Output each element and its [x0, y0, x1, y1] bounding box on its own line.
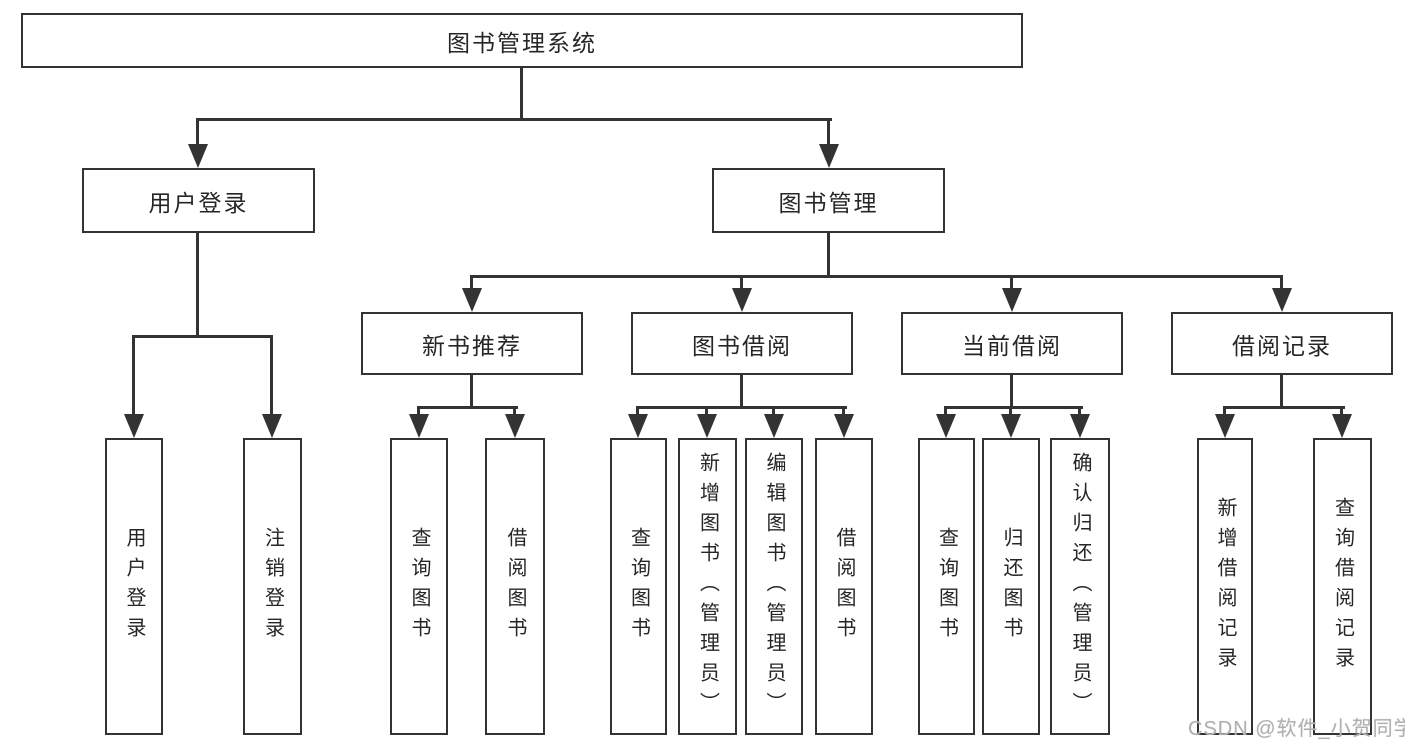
node-book-management: 图书管理 — [712, 168, 945, 233]
connector-line — [196, 118, 832, 121]
connector-line — [772, 406, 775, 416]
connector-line — [513, 406, 516, 416]
leaf-label: 查询图书 — [935, 526, 958, 647]
node-label: 当前借阅 — [962, 332, 1062, 359]
connector-line — [196, 118, 199, 146]
leaf-current-return-book: 归还图书 — [982, 438, 1040, 735]
connector-line — [636, 406, 847, 409]
connector-line — [470, 375, 473, 406]
node-user-login: 用户登录 — [82, 168, 315, 233]
connector-line — [636, 406, 639, 416]
arrow-down-icon — [764, 414, 784, 438]
node-label: 图书借阅 — [692, 332, 792, 359]
connector-line — [470, 275, 1283, 278]
connector-line — [417, 406, 420, 416]
arrow-down-icon — [1332, 414, 1352, 438]
connector-line — [740, 375, 743, 406]
connector-line — [1078, 406, 1081, 416]
arrow-down-icon — [628, 414, 648, 438]
connector-line — [1010, 375, 1013, 406]
leaf-current-query-book: 查询图书 — [918, 438, 975, 735]
leaf-user-login: 用户登录 — [105, 438, 163, 735]
leaf-logout: 注销登录 — [243, 438, 302, 735]
leaf-newbook-borrow-book: 借阅图书 — [485, 438, 545, 735]
arrow-down-icon — [1070, 414, 1090, 438]
leaf-label: 用户登录 — [123, 526, 145, 647]
arrow-down-icon — [1001, 414, 1021, 438]
arrow-down-icon — [462, 288, 482, 312]
leaf-borrow-edit-book-admin: 编辑图书（管理员） — [745, 438, 803, 735]
connector-line — [944, 406, 1083, 409]
connector-line — [270, 335, 273, 415]
leaf-record-query-borrow-record: 查询借阅记录 — [1313, 438, 1372, 735]
node-label: 图书管理 — [778, 189, 879, 216]
node-borrow-record: 借阅记录 — [1171, 312, 1393, 375]
connector-line — [705, 406, 708, 416]
node-label: 借阅记录 — [1232, 332, 1332, 359]
connector-line — [1223, 406, 1226, 416]
connector-line — [1223, 406, 1345, 409]
connector-line — [196, 233, 199, 335]
leaf-borrow-add-book-admin: 新增图书（管理员） — [678, 438, 737, 735]
arrow-down-icon — [1272, 288, 1292, 312]
connector-line — [1280, 375, 1283, 406]
leaf-label: 确认归还（管理员） — [1069, 451, 1091, 722]
connector-line — [842, 406, 845, 416]
connector-line — [1280, 275, 1283, 289]
arrow-down-icon — [1002, 288, 1022, 312]
arrow-down-icon — [262, 414, 282, 438]
leaf-label: 注销登录 — [261, 526, 284, 647]
node-root-library-system: 图书管理系统 — [21, 13, 1023, 68]
leaf-newbook-query-book: 查询图书 — [390, 438, 448, 735]
node-current-borrow: 当前借阅 — [901, 312, 1123, 375]
arrow-down-icon — [936, 414, 956, 438]
leaf-borrow-query-book: 查询图书 — [610, 438, 667, 735]
leaf-current-confirm-return-admin: 确认归还（管理员） — [1050, 438, 1110, 735]
leaf-label: 查询图书 — [408, 526, 430, 647]
connector-line — [1009, 406, 1012, 416]
leaf-label: 借阅图书 — [504, 526, 526, 647]
node-label: 用户登录 — [148, 189, 249, 216]
leaf-label: 新增借阅记录 — [1214, 496, 1236, 677]
leaf-label: 借阅图书 — [833, 526, 855, 647]
connector-line — [132, 335, 135, 415]
node-label: 新书推荐 — [422, 332, 522, 359]
connector-line — [740, 275, 743, 289]
node-book-borrow: 图书借阅 — [631, 312, 853, 375]
connector-line — [417, 406, 518, 409]
node-new-book-recommend: 新书推荐 — [361, 312, 583, 375]
arrow-down-icon — [697, 414, 717, 438]
leaf-borrow-borrow-book: 借阅图书 — [815, 438, 873, 735]
connector-line — [1340, 406, 1343, 416]
connector-line — [470, 275, 473, 289]
connector-line — [1010, 275, 1013, 289]
arrow-down-icon — [188, 144, 208, 168]
connector-line — [520, 68, 523, 118]
arrow-down-icon — [819, 144, 839, 168]
connector-line — [827, 233, 830, 275]
csdn-watermark: CSDN @软件_小贺同学 — [1188, 718, 1405, 740]
leaf-label: 编辑图书（管理员） — [763, 451, 785, 722]
arrow-down-icon — [505, 414, 525, 438]
connector-line — [132, 335, 273, 338]
arrow-down-icon — [409, 414, 429, 438]
leaf-label: 查询图书 — [627, 526, 650, 647]
leaf-record-add-borrow-record: 新增借阅记录 — [1197, 438, 1253, 735]
connector-line — [827, 118, 830, 146]
connector-line — [944, 406, 947, 416]
arrow-down-icon — [732, 288, 752, 312]
arrow-down-icon — [834, 414, 854, 438]
arrow-down-icon — [124, 414, 144, 438]
leaf-label: 查询借阅记录 — [1331, 496, 1354, 677]
node-label: 图书管理系统 — [447, 29, 597, 56]
leaf-label: 归还图书 — [1000, 526, 1022, 647]
leaf-label: 新增图书（管理员） — [696, 451, 719, 722]
arrow-down-icon — [1215, 414, 1235, 438]
